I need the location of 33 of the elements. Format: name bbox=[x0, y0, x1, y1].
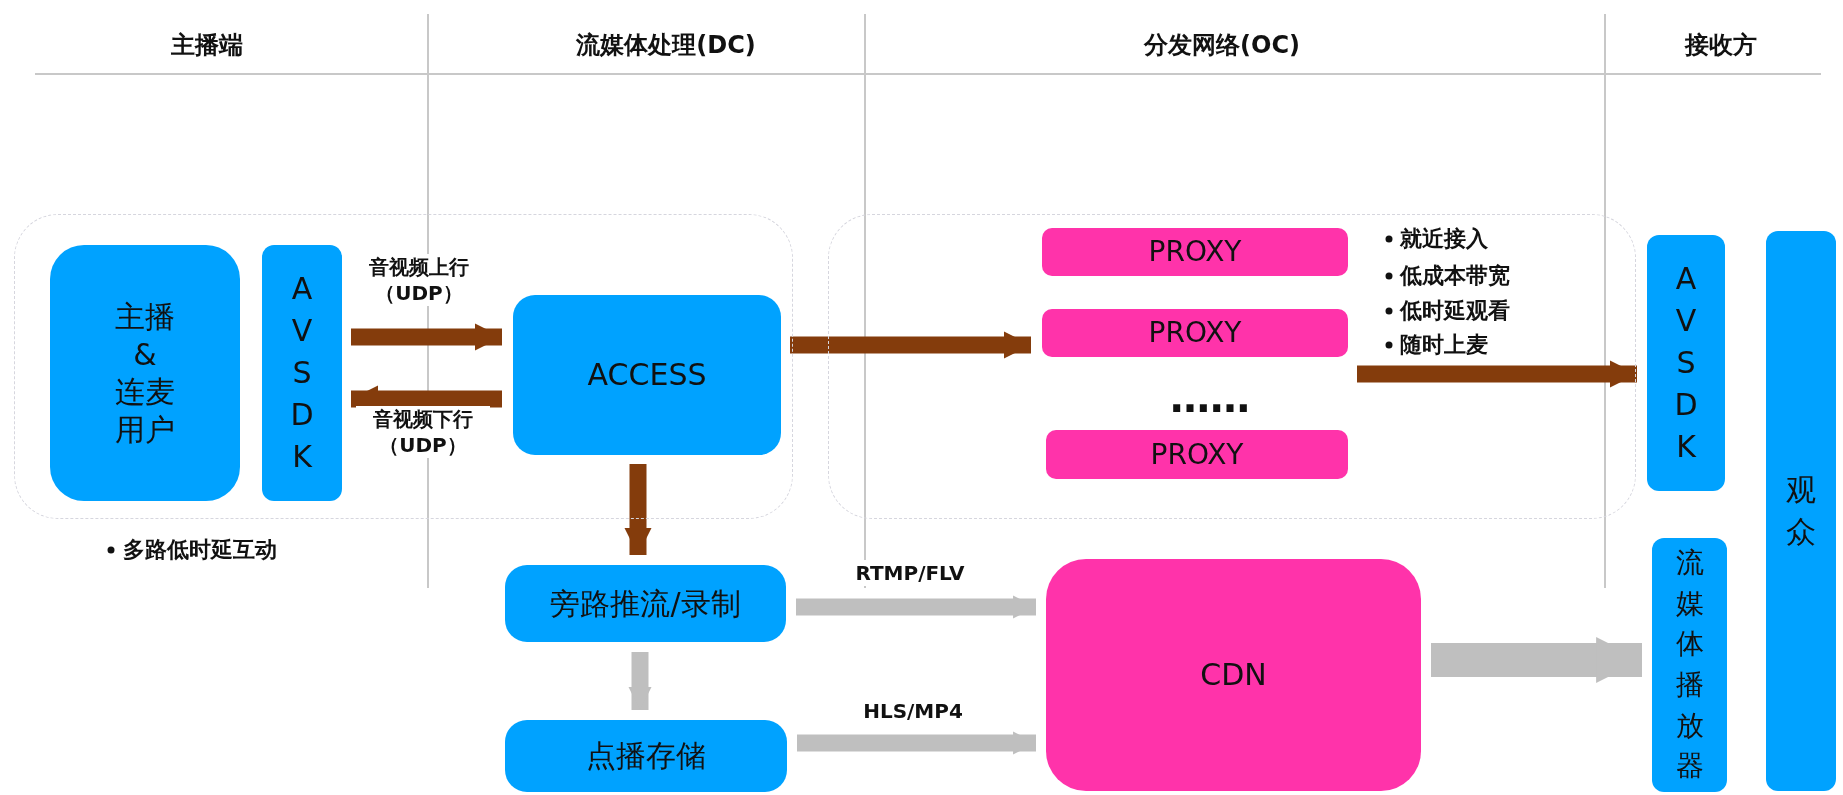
player-bar: 流媒体播放器 bbox=[1652, 538, 1727, 792]
proxy-box: PROXY bbox=[1046, 430, 1348, 479]
group-box bbox=[828, 214, 1636, 519]
arrow bbox=[1431, 637, 1642, 683]
arrow bbox=[797, 731, 1036, 755]
sdk-bar: 观众 bbox=[1766, 231, 1836, 791]
proxy-box: PROXY bbox=[1042, 309, 1348, 357]
bullet-text: 低时延观看 bbox=[1400, 297, 1510, 325]
cdn-box: CDN bbox=[1046, 559, 1421, 791]
column-header: 接收方 bbox=[1685, 30, 1757, 60]
user-box: 主播&连麦用户 bbox=[50, 245, 240, 501]
column-header: 分发网络(OC) bbox=[1144, 30, 1300, 60]
column-header: …… bbox=[1170, 374, 1250, 422]
group-box bbox=[14, 214, 793, 519]
sdk-bar: AVSDK bbox=[262, 245, 342, 501]
bullet-text: 低成本带宽 bbox=[1400, 262, 1510, 290]
column-header: 主播端 bbox=[171, 30, 243, 60]
proxy-box: PROXY bbox=[1042, 228, 1348, 276]
edge-label: 音视频下行（UDP） bbox=[356, 406, 490, 458]
process-box: 点播存储 bbox=[505, 720, 787, 792]
arrow bbox=[790, 331, 1031, 359]
arrow bbox=[351, 323, 502, 351]
process-box: ACCESS bbox=[513, 295, 781, 455]
arrow bbox=[628, 652, 652, 710]
process-box: 旁路推流/录制 bbox=[505, 565, 786, 642]
sdk-bar: AVSDK bbox=[1647, 235, 1725, 491]
column-header: 流媒体处理(DC) bbox=[576, 30, 756, 60]
bullet-text: 就近接入 bbox=[1400, 225, 1488, 253]
bullet-text: 多路低时延互动 bbox=[123, 536, 277, 564]
arrow bbox=[624, 464, 652, 555]
arrow bbox=[796, 595, 1036, 619]
bullet-text: 随时上麦 bbox=[1400, 331, 1488, 359]
arrow bbox=[1357, 360, 1637, 388]
